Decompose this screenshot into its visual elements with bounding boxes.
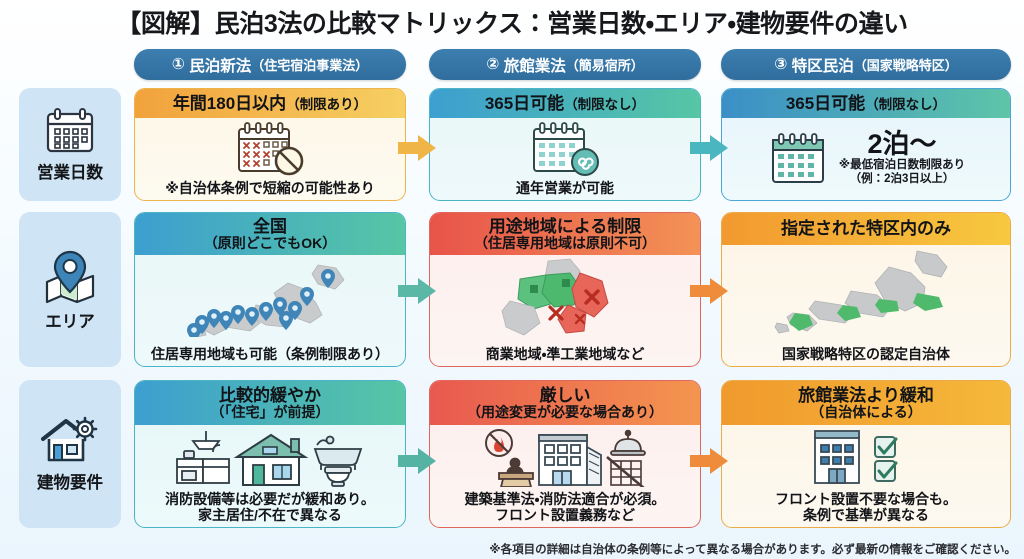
column-header-2-sub: （簡易宿所） <box>565 58 644 73</box>
cell-body: フロント設置不要な場合も。 条例で基準が異なる <box>722 425 1010 527</box>
cell-body: 商業地域・準工業地域など <box>430 255 700 366</box>
cell-head: 比較的緩やか （「住宅」が前提） <box>135 381 405 425</box>
cell-caption-line-2: フロント設置義務など <box>494 507 635 524</box>
cell-caption-line-1: フロント設置不要な場合も。 <box>775 490 957 507</box>
cell-head-main: 比較的緩やか <box>219 385 321 405</box>
row-label-text: 建物要件 <box>37 474 103 492</box>
cell-head: 旅館業法より緩和 （自治体による） <box>722 381 1010 425</box>
cell-tatemono-ryokan: 厳しい （用途変更が必要な場合あり） <box>429 380 701 528</box>
cell-head: 365日可能（制限なし） <box>722 89 1010 118</box>
japan-map-highlighted-zones-icon <box>759 247 974 335</box>
cell-head: 全国 （原則どこでもOK） <box>135 213 405 255</box>
column-header-3-name: 特区民泊 <box>791 57 854 75</box>
column-header-1: ① 民泊新法（住宅宿泊事業法） <box>134 49 406 80</box>
column-header-3-num: ③ <box>774 56 788 73</box>
cell-head-main: 365日可能 <box>484 93 565 113</box>
arrow-row1-col0-to-col1 <box>398 276 438 306</box>
cell-head-sub: （制限あり） <box>286 96 368 112</box>
calendar-icon <box>767 130 829 188</box>
japan-map-pins-icon <box>168 257 373 337</box>
cell-head-main: 用途地域による制限 <box>488 216 642 236</box>
cell-eigyo-nissu-ryokan: 365日可能（制限なし） <box>429 88 701 201</box>
cell-body: 消防設備等は必要だが緩和あり。 家主居住/不在で異なる <box>135 425 405 527</box>
cell-head-main: 年間180日以内 <box>172 93 287 113</box>
cell-tatemono-minpaku-shinpo: 比較的緩やか （「住宅」が前提） <box>134 380 406 528</box>
cell-head: 年間180日以内（制限あり） <box>135 89 405 118</box>
cell-head-main: 指定された特区内のみ <box>781 219 951 239</box>
footnote: ※各項目の詳細は自治体の条例等によって異なる場合があります。必ず最新の情報をご確… <box>489 544 1016 556</box>
cell-caption: ※自治体条例で短縮の可能性あり <box>165 180 375 197</box>
cell-caption: 通年営業が可能 <box>516 180 614 197</box>
cell-head-line2: （原則どこでもOK） <box>203 234 337 251</box>
cell-head-line2: （「住宅」が前提） <box>210 403 330 420</box>
cell-head-line2: （用途変更が必要な場合あり） <box>467 403 663 420</box>
row-label-text: 営業日数 <box>37 163 103 182</box>
cell-area-ryokan: 用途地域による制限 （住居専用地域は原則不可） <box>429 212 701 367</box>
row-label-text: エリア <box>45 312 95 331</box>
cell-tatemono-tokku: 旅館業法より緩和 （自治体による） <box>721 380 1011 528</box>
column-header-3-sub: （国家戦略特区） <box>853 58 958 73</box>
calendar-icon <box>43 107 97 155</box>
calendar-infinity-icon <box>521 120 609 178</box>
arrow-row0-col0-to-col1 <box>398 133 438 163</box>
cell-head-main: 365日可能 <box>785 93 866 113</box>
cell-eigyo-nissu-tokku: 365日可能（制限なし） <box>721 88 1011 201</box>
cell-area-tokku: 指定された特区内のみ <box>721 212 1011 367</box>
building-checkmarks-icon <box>791 427 941 485</box>
cell-body: 住居専用地域も可能（条例制限あり） <box>135 255 405 366</box>
cell-note-1: ※最低宿泊日数制限あり <box>838 158 966 171</box>
row-label-eigyo-nissu: 営業日数 <box>19 88 121 201</box>
cell-body: ※自治体条例で短縮の可能性あり <box>135 118 405 200</box>
cell-head-main: 全国 <box>253 216 287 236</box>
column-header-2-num: ② <box>486 56 500 73</box>
cell-head: 用途地域による制限 （住居専用地域は原則不可） <box>430 213 700 255</box>
cell-caption: 国家戦略特区の認定自治体 <box>782 346 950 363</box>
cell-head-sub: （制限なし） <box>564 96 646 112</box>
cell-head-sub: （制限なし） <box>865 96 947 112</box>
cell-caption-line-1: 建築基準法・消防法適合が必須。 <box>464 490 666 507</box>
cell-caption-line-2: 条例で基準が異なる <box>803 507 929 524</box>
cell-head: 指定された特区内のみ <box>722 213 1010 245</box>
cell-head-main: 厳しい <box>539 385 591 405</box>
cell-big-text: 2泊〜 <box>867 128 937 159</box>
arrow-row1-col1-to-col2 <box>690 276 730 306</box>
cell-body: 建築基準法・消防法適合が必須。 フロント設置義務など <box>430 425 700 527</box>
arrow-row2-col0-to-col1 <box>398 446 438 476</box>
page-title: 【図解】民泊3法の比較マトリックス：営業日数・エリア・建物要件の違い <box>116 10 908 38</box>
cell-head: 厳しい （用途変更が必要な場合あり） <box>430 381 700 425</box>
calendar-crossed-days-prohibited-icon <box>226 120 314 178</box>
column-header-1-sub: （住宅宿泊事業法） <box>251 58 369 73</box>
cell-body: 通年営業が可能 <box>430 118 700 200</box>
arrow-row2-col1-to-col2 <box>690 446 730 476</box>
cell-caption-line-1: 消防設備等は必要だが緩和あり。 <box>165 490 375 507</box>
cell-head-line2: （自治体による） <box>810 403 922 420</box>
column-header-2: ② 旅館業法（簡易宿所） <box>429 49 701 80</box>
cell-body: 国家戦略特区の認定自治体 <box>722 245 1010 366</box>
cell-eigyo-nissu-minpaku-shinpo: 年間180日以内（制限あり） <box>134 88 406 201</box>
arrow-row0-col1-to-col2 <box>690 133 730 163</box>
cell-head: 365日可能（制限なし） <box>430 89 700 118</box>
house-gear-icon <box>39 415 101 465</box>
cell-caption: 住居専用地域も可能（条例制限あり） <box>151 346 389 363</box>
map-pin-icon <box>39 248 101 304</box>
building-fire-front-desk-icon <box>453 427 678 487</box>
house-kitchen-bath-toilet-icon <box>155 427 385 489</box>
cell-body: 2泊〜 ※最低宿泊日数制限あり （例：2泊3日以上） <box>722 118 1010 200</box>
cell-head-main: 旅館業法より緩和 <box>798 385 934 405</box>
row-label-tatemono: 建物要件 <box>19 380 121 528</box>
column-header-2-name: 旅館業法 <box>503 57 566 75</box>
column-header-1-name: 民泊新法 <box>189 57 252 75</box>
cell-area-minpaku-shinpo: 全国 （原則どこでもOK） <box>134 212 406 367</box>
cell-caption-line-2: 家主居住/不在で異なる <box>198 507 342 524</box>
cell-note-2: （例：2泊3日以上） <box>849 173 955 185</box>
column-header-1-num: ① <box>171 56 185 73</box>
zoning-map-green-red-icon <box>490 257 640 339</box>
row-label-area: エリア <box>19 212 121 367</box>
column-header-3: ③ 特区民泊（国家戦略特区） <box>721 49 1011 80</box>
cell-head-line2: （住居専用地域は原則不可） <box>474 234 656 251</box>
cell-caption: 商業地域・準工業地域など <box>485 346 645 363</box>
